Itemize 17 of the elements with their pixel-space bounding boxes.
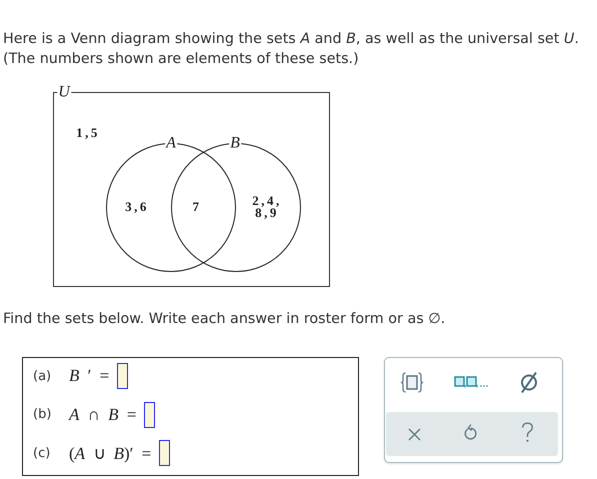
math-expression: B ′ = (69, 366, 110, 386)
set-name: A (165, 136, 177, 150)
set-elements: 3,6 (125, 201, 149, 213)
math-expression: (A ∪ B)′ = (69, 442, 152, 464)
math-expression: A ∩ B = (69, 404, 136, 424)
instruction-text: (The numbers shown are elements of these sets.) (3, 50, 359, 68)
instruction-text: Here is a Venn diagram showing the sets A and B, as well as the universal set U. (3, 30, 579, 48)
set-name: B (229, 136, 241, 150)
question-label: (c) (33, 446, 52, 460)
answer-panel (22, 357, 359, 476)
question-label: (b) (33, 407, 52, 422)
set-elements: 1,5 (76, 127, 100, 139)
set-name: U (57, 84, 71, 100)
instruction-text: Find the sets below. Write each answer in roster form or as ∅. (3, 310, 446, 328)
question-label: (a) (33, 368, 52, 384)
set-elements: 7 (192, 201, 202, 213)
set-elements: 2,4, 8,9 (251, 195, 283, 219)
